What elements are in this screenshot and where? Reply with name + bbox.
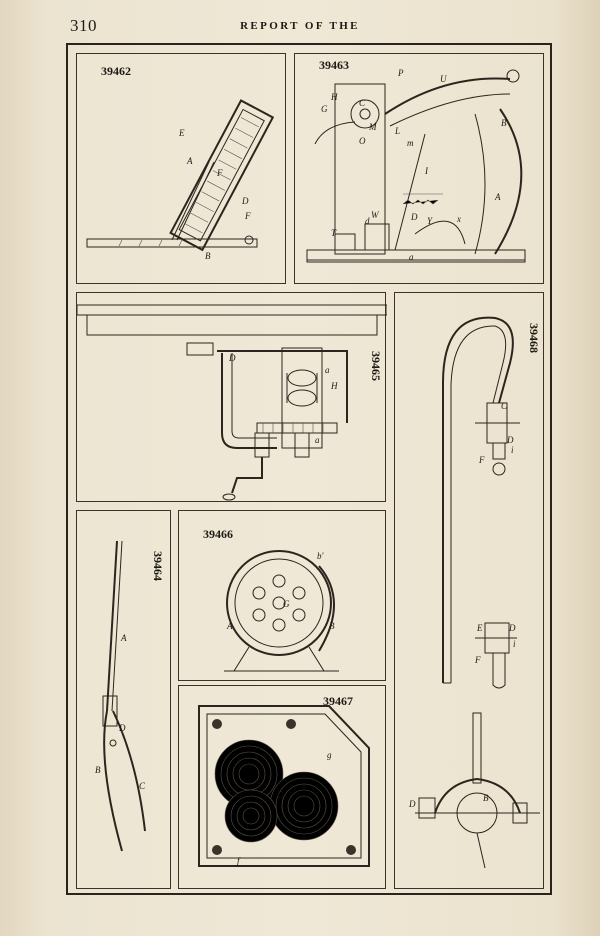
label-d: d xyxy=(365,216,370,226)
label-D: D xyxy=(506,435,514,445)
label-g: g xyxy=(327,750,332,760)
figure-39463-panel: 39463 P U xyxy=(294,53,544,284)
figure-39462-panel: 39462 E A xyxy=(76,53,286,284)
label-B: B xyxy=(329,621,335,631)
label-D: D xyxy=(118,723,126,733)
figure-39466-panel: 39466 b' A G B xyxy=(178,510,386,681)
label-C: C xyxy=(501,401,508,411)
label-U: U xyxy=(440,74,447,84)
label-F: F xyxy=(216,168,223,178)
label-D3: D xyxy=(408,799,416,809)
label-A: A xyxy=(226,621,233,631)
figure-39467-panel: 39467 g C f xyxy=(178,685,386,889)
label-O: O xyxy=(359,136,366,146)
label-b-prime: b' xyxy=(317,551,325,561)
figure-39462-drawing: E A F D F B xyxy=(86,99,275,261)
label-M: M xyxy=(368,122,377,132)
figure-39465-drawing: D a H a xyxy=(77,304,387,501)
label-a2: a xyxy=(315,435,320,445)
figure-39466-drawing: b' A G B xyxy=(224,550,339,672)
figure-39468-panel: 39468 C D i xyxy=(394,292,544,889)
label-H: H xyxy=(330,381,338,391)
running-head: REPORT OF THE xyxy=(240,20,360,32)
label-B: B xyxy=(501,118,507,128)
figure-number: 39467 xyxy=(323,694,353,708)
label-A: A xyxy=(120,633,127,643)
label-I: I xyxy=(424,166,429,176)
label-Y: Y xyxy=(427,216,433,226)
label-a: a xyxy=(325,365,330,375)
figure-number: 39462 xyxy=(101,64,131,78)
label-C: C xyxy=(277,790,284,800)
figure-number: 39463 xyxy=(319,58,349,72)
label-B: B xyxy=(483,793,489,803)
patent-plate: 39462 E A xyxy=(66,43,552,895)
label-L: L xyxy=(394,126,400,136)
label-C: C xyxy=(359,98,366,108)
label-B: B xyxy=(95,765,101,775)
label-F2: F xyxy=(244,211,251,221)
label-A: A xyxy=(494,192,501,202)
figure-39464-panel: 39464 A D B C xyxy=(76,510,171,889)
label-m: m xyxy=(407,138,414,148)
label-G: G xyxy=(321,104,328,114)
figure-39464-drawing: A D B C xyxy=(95,540,146,852)
figure-number: 39466 xyxy=(203,527,233,541)
label-x: x xyxy=(456,214,461,224)
figure-39468-drawing: C D i F E D i F B D xyxy=(408,316,540,869)
label-a: a xyxy=(409,252,414,262)
label-E: E xyxy=(476,623,483,633)
label-F: F xyxy=(478,455,485,465)
label-D: D xyxy=(410,212,418,222)
label-B: B xyxy=(205,251,211,261)
figure-39463-drawing: P U H G C M L B O m I A W D Y x T xyxy=(306,68,526,263)
label-D: D xyxy=(228,353,236,363)
label-i: i xyxy=(511,445,514,455)
label-E: E xyxy=(178,128,185,138)
label-f: f xyxy=(237,856,241,866)
label-D2: D xyxy=(508,623,516,633)
label-D: D xyxy=(241,196,249,206)
label-G: G xyxy=(283,599,290,609)
label-P: P xyxy=(397,68,404,78)
label-H: H xyxy=(330,92,338,102)
label-F2: F xyxy=(474,655,481,665)
figure-39467-drawing: g C f xyxy=(198,705,370,867)
label-T: T xyxy=(331,228,337,238)
label-W: W xyxy=(371,210,380,220)
label-C: C xyxy=(139,781,146,791)
label-i2: i xyxy=(513,639,516,649)
label-A: A xyxy=(186,156,193,166)
page-number: 310 xyxy=(70,16,97,35)
figure-39465-panel: 39465 D a xyxy=(76,292,387,502)
